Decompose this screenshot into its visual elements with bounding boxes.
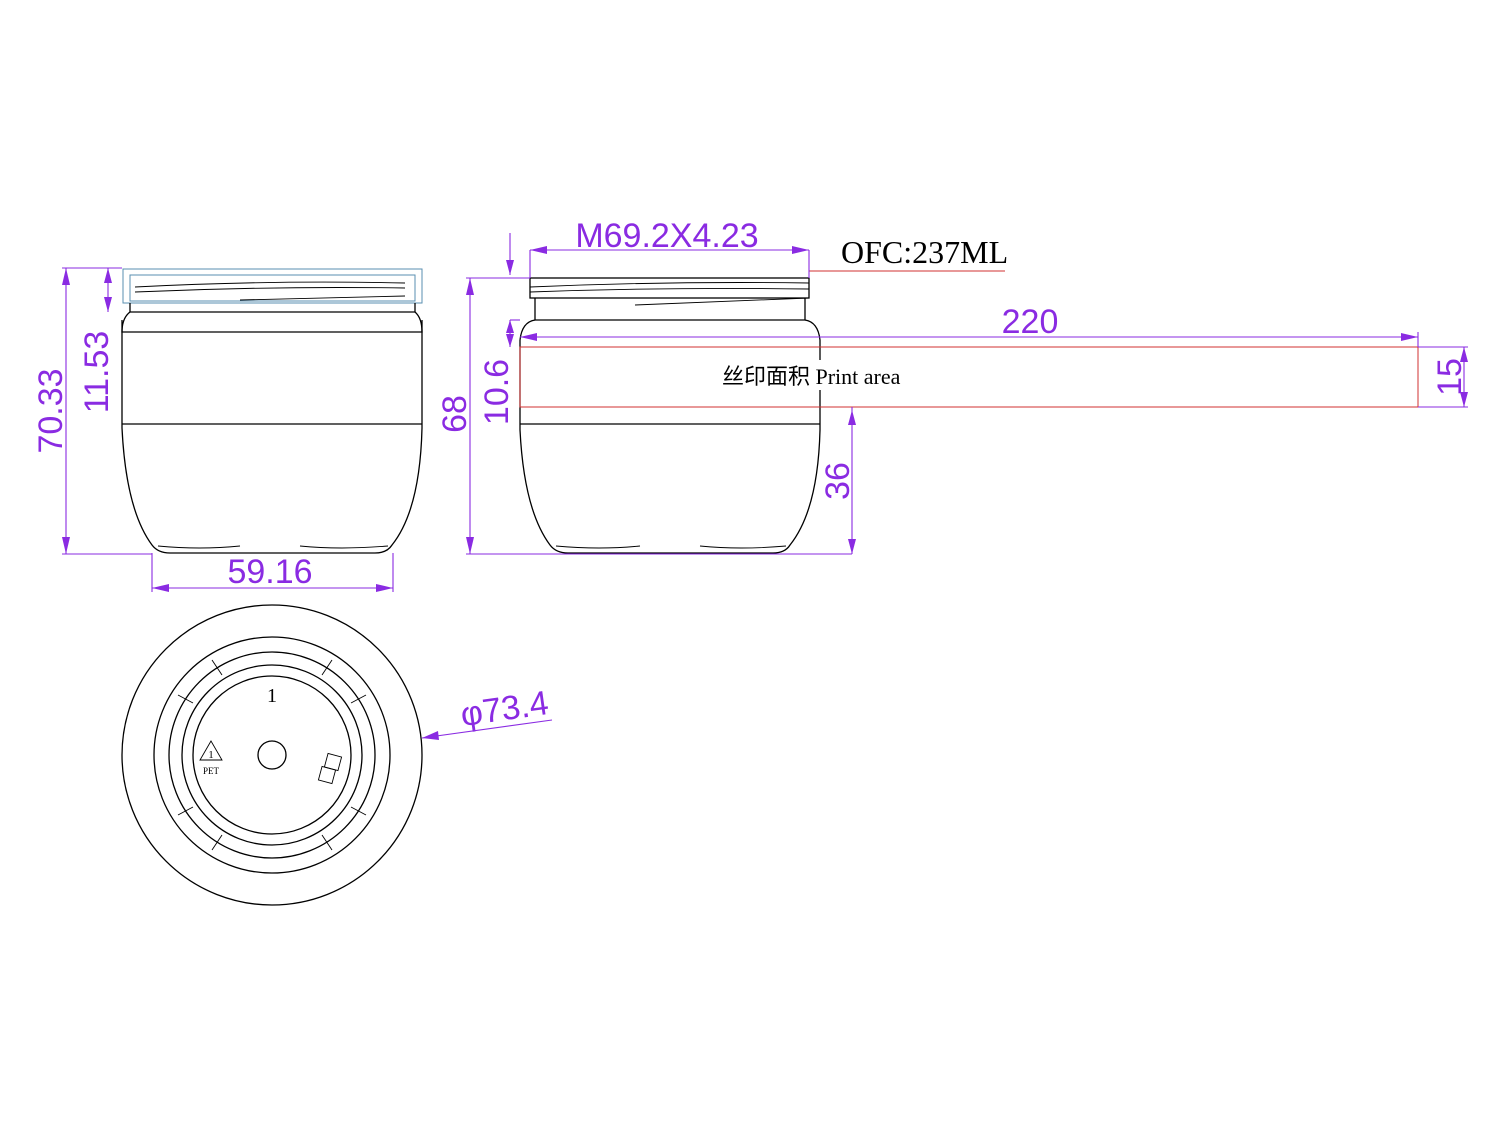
thread-3 bbox=[634, 297, 810, 306]
jar-body-2 bbox=[519, 319, 821, 554]
dim-print-top-offset: 10.6 bbox=[478, 359, 516, 425]
dim-overall-height: 70.33 bbox=[32, 368, 70, 453]
cap-thread-1 bbox=[134, 281, 406, 288]
base-foot bbox=[157, 545, 389, 549]
base-ring-outer bbox=[153, 636, 391, 874]
print-area-rect bbox=[519, 346, 1419, 408]
diameter-callout: φ73.4 bbox=[421, 684, 553, 740]
recycle-material: PET bbox=[203, 766, 220, 776]
dim-cap-height: 11.53 bbox=[78, 331, 116, 414]
print-area-label: 丝印面积 Print area bbox=[722, 364, 901, 389]
bottom-view: 1 1 PET bbox=[121, 604, 423, 906]
outer-rim bbox=[121, 604, 423, 906]
jar-body bbox=[121, 320, 423, 554]
base-foot-2 bbox=[555, 545, 787, 549]
dim-print-bottom-offset: 36 bbox=[819, 462, 857, 500]
base-ring-mid bbox=[168, 651, 376, 859]
dimensions-view-2: M69.2X4.23 68 10.6 220 15 36 bbox=[436, 217, 1469, 555]
cap-thread-2 bbox=[134, 287, 406, 293]
base-ring-inner bbox=[181, 664, 363, 846]
thread-1 bbox=[529, 282, 810, 288]
front-view-with-cap bbox=[121, 268, 423, 554]
print-area: 丝印面积 Print area bbox=[519, 346, 1419, 408]
jar-finish bbox=[529, 277, 810, 299]
dim-print-height: 15 bbox=[1431, 358, 1469, 396]
jar-neck-2 bbox=[534, 298, 806, 321]
capacity-callout: OFC:237ML bbox=[809, 234, 1008, 272]
base-center-panel bbox=[192, 675, 352, 835]
jar-shoulder bbox=[121, 311, 423, 333]
cavity-number: 1 bbox=[267, 685, 277, 707]
foot-segments bbox=[177, 659, 367, 851]
dim-outer-diameter: φ73.4 bbox=[458, 684, 551, 734]
dimensions-view-1: 70.33 11.53 59.16 bbox=[32, 267, 394, 592]
thread-2 bbox=[529, 287, 810, 293]
cap-inner bbox=[129, 274, 416, 302]
svg-text:1: 1 bbox=[208, 749, 214, 761]
cap-outline bbox=[122, 268, 423, 304]
dim-thread-spec: M69.2X4.23 bbox=[575, 217, 758, 255]
dim-print-width: 220 bbox=[1002, 303, 1059, 341]
capacity-label: OFC:237ML bbox=[841, 234, 1008, 270]
dim-bottom-width: 59.16 bbox=[227, 553, 312, 591]
jar-neck bbox=[129, 303, 416, 313]
recycle-icon: 1 PET bbox=[199, 740, 223, 776]
cap-thread-3 bbox=[239, 295, 406, 301]
date-stamp-icon bbox=[317, 752, 343, 785]
dim-jar-height: 68 bbox=[436, 395, 474, 433]
gate-mark bbox=[257, 740, 287, 770]
front-view-jar bbox=[519, 277, 821, 554]
